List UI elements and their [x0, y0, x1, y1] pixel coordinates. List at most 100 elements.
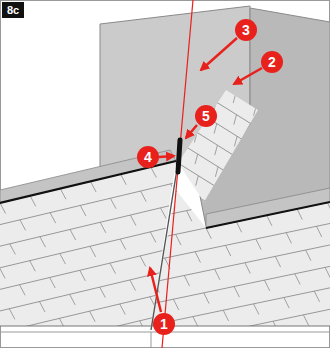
shingle-joint	[234, 286, 239, 297]
shingle-joint	[124, 288, 129, 299]
shingle-course	[0, 0, 330, 197]
shingle-joint	[269, 150, 274, 161]
shingle-joint	[121, 341, 124, 348]
shingle-joint	[173, 77, 176, 87]
shingle-joint	[222, 0, 228, 9]
shingle-course	[0, 0, 330, 217]
shingle-joint	[322, 83, 328, 94]
shingle-joint	[0, 143, 3, 154]
shingle-joint	[279, 291, 282, 301]
shingle-joint	[281, 179, 287, 190]
shingle-joint	[133, 29, 138, 40]
shingle-joint	[278, 248, 281, 258]
shingle-joint	[139, 135, 144, 146]
shingle-joint	[71, 100, 77, 111]
shingle-joint	[215, 269, 220, 280]
valley-line	[151, 163, 178, 330]
shingle-joint	[37, 225, 40, 235]
shingle-joint	[11, 18, 14, 28]
shingle-joint	[49, 342, 55, 348]
shingle-joint	[113, 312, 118, 323]
shingle-joint	[262, 345, 267, 348]
shingle-joint	[17, 213, 20, 223]
shingle-joint	[216, 188, 219, 198]
shingle-course	[0, 250, 330, 348]
shingle-joint	[79, 294, 82, 304]
shingle-course	[0, 87, 330, 319]
shingle-joint	[79, 272, 82, 282]
shingle-course	[0, 166, 330, 348]
shingle-joint	[100, 100, 105, 111]
shingle-joint	[152, 347, 157, 348]
shingle-joint	[72, 342, 77, 348]
shingle-joint	[35, 242, 40, 253]
shingle-course	[0, 128, 330, 348]
shingle-joint	[26, 201, 31, 212]
shingle-joint	[91, 4, 94, 14]
shingle-joint	[295, 274, 300, 285]
shingle-joint	[112, 60, 115, 70]
shingle-joint	[53, 87, 56, 97]
shingle-joint	[85, 253, 90, 264]
shingle-joint	[40, 237, 46, 248]
shingle-joint	[270, 333, 276, 344]
shingle-joint	[156, 172, 159, 182]
shingle-joint	[156, 194, 159, 204]
shingle-course	[0, 23, 330, 228]
shingle-joint	[264, 280, 269, 291]
shingle-joint	[0, 333, 5, 344]
shingle-joint	[322, 18, 328, 29]
shingle-joint	[110, 328, 116, 339]
shingle-joint	[198, 241, 201, 251]
shingle-joint	[60, 303, 63, 313]
shingle-joint	[292, 25, 298, 36]
shingle-joint	[90, 181, 96, 192]
shingle-joint	[80, 316, 83, 326]
shingle-joint	[121, 174, 127, 185]
shingle-joint	[250, 0, 253, 8]
shingle-joint	[273, 75, 276, 85]
shingle-joint	[177, 206, 180, 216]
shingle-joint	[231, 7, 234, 17]
shingle-joint	[21, 25, 27, 36]
shingle-joint	[284, 0, 289, 8]
shingle-joint	[251, 186, 257, 197]
shingle-joint	[126, 223, 131, 234]
shingle-joint	[256, 192, 259, 202]
shingle-joint	[152, 46, 157, 57]
shingle-course	[0, 0, 330, 156]
shingle-joint	[156, 217, 161, 228]
shingle-joint	[30, 196, 36, 207]
shingle-joint	[35, 139, 38, 149]
shingle-joint	[63, 301, 68, 312]
shingle-joint	[272, 73, 278, 84]
shingle-joint	[316, 209, 319, 219]
shingle-joint	[233, 71, 236, 81]
shingle-joint	[29, 326, 35, 337]
shingle-joint	[302, 66, 308, 77]
shingle-joint	[315, 0, 320, 1]
shingle-joint	[81, 141, 87, 152]
shingle-joint	[192, 68, 195, 78]
shingle-joint	[276, 183, 279, 193]
shingle-joint	[301, 347, 304, 348]
shingle-joint	[129, 345, 135, 348]
fascia-corner	[151, 332, 152, 348]
shingle-course	[0, 0, 330, 321]
shingle-course	[0, 107, 330, 339]
eave-edge	[0, 326, 151, 327]
shingle-joint	[109, 141, 114, 152]
shingle-joint	[252, 57, 258, 68]
shingle-joint	[130, 215, 136, 226]
shingle-joint	[192, 71, 198, 82]
shingle-joint	[300, 326, 303, 336]
shingle-joint	[11, 49, 17, 60]
shingle-joint	[314, 122, 317, 132]
shingle-joint	[260, 322, 263, 332]
shingle-joint	[313, 101, 316, 111]
